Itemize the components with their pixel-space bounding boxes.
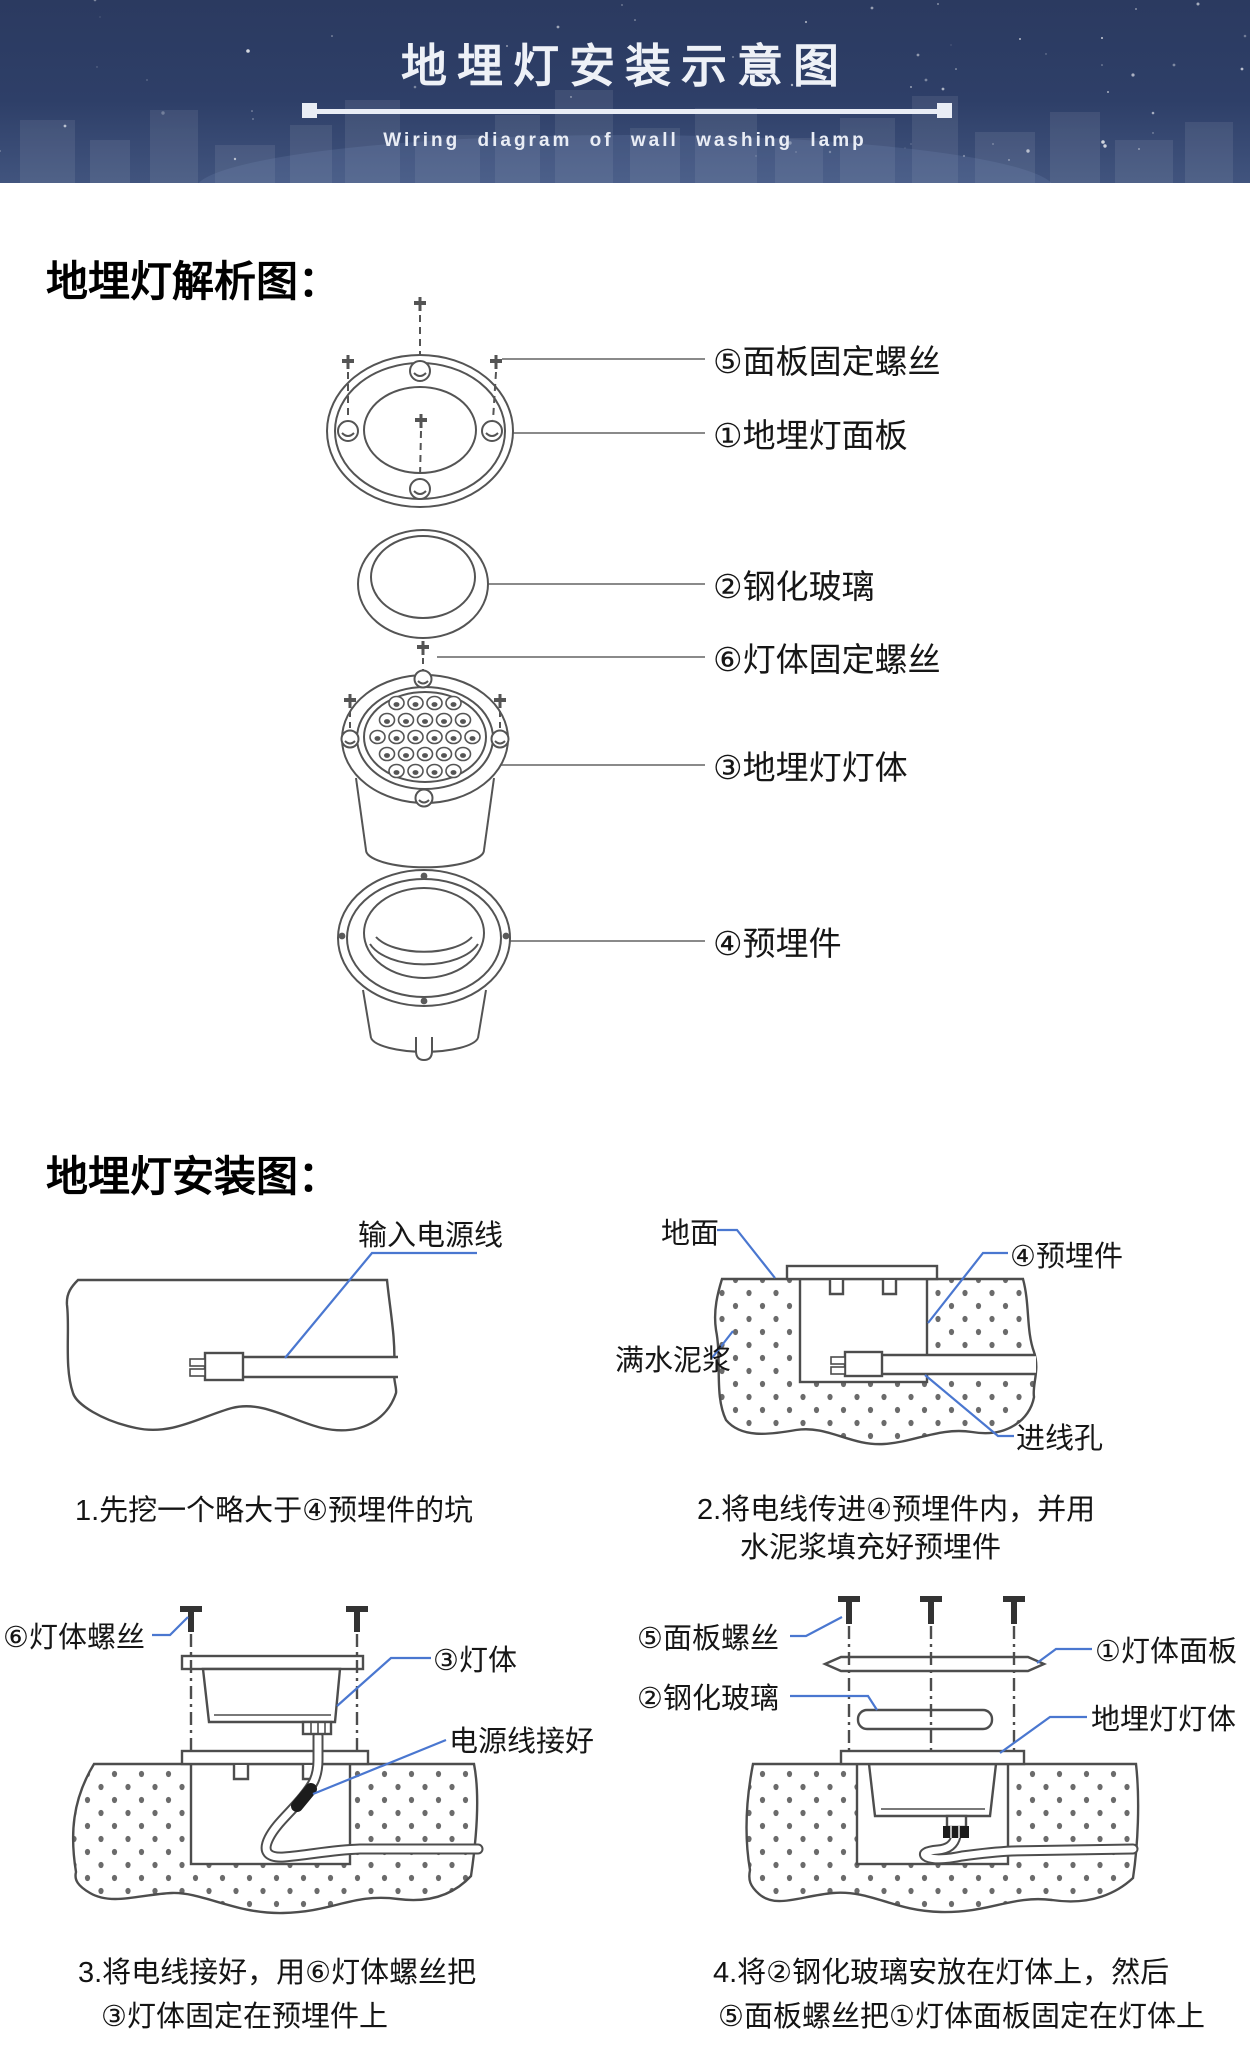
tempered-glass-drawing xyxy=(357,529,489,639)
step4-caption-line1: 4.将②钢化玻璃安放在灯体上，然后 xyxy=(713,1957,1170,1989)
header-banner: 地埋灯安装示意图 Wiring diagram of wall washing … xyxy=(0,0,1250,183)
label-input-power-cable: 输入电源线 xyxy=(358,1220,504,1252)
cable-nut xyxy=(943,1826,969,1838)
step1-drawing xyxy=(65,1251,477,1432)
label-wire-entry-hole: 进线孔 xyxy=(1016,1423,1104,1455)
label-panel-fixing-screw: ⑤面板固定螺丝 xyxy=(713,343,941,380)
label-embedded-part: ④预埋件 xyxy=(713,925,842,962)
step4-screws xyxy=(838,1596,1025,1624)
install-section-title: 地埋灯安装图： xyxy=(46,1153,341,1200)
step3-screws xyxy=(180,1606,368,1632)
part-leader-lines xyxy=(437,358,705,942)
label-lamp-panel: ①地埋灯面板 xyxy=(713,417,908,454)
panel-screw-top-icon xyxy=(414,297,426,360)
step4-drawing xyxy=(745,1596,1140,1914)
label-step4-panel-screw: ⑤面板螺丝 xyxy=(637,1623,779,1655)
panel-side-view xyxy=(822,1655,1047,1673)
step2-drawing xyxy=(711,1228,1038,1446)
step1-caption: 1.先挖一个略大于④预埋件的坑 xyxy=(75,1495,474,1527)
label-tempered-glass: ②钢化玻璃 xyxy=(713,568,875,605)
poster-subtitle: Wiring diagram of wall washing lamp xyxy=(383,130,867,151)
step4-caption-line2: ⑤面板螺丝把①灯体面板固定在灯体上 xyxy=(718,2001,1205,2033)
starfield-decoration xyxy=(0,0,1247,161)
lamp-body-drawing xyxy=(340,669,510,869)
step2-leader-lines xyxy=(711,1228,1014,1438)
led-array xyxy=(369,695,481,779)
label-step3-body-screw: ⑥灯体螺丝 xyxy=(3,1622,145,1654)
glow-decoration xyxy=(198,135,1052,183)
step4-leader-lines xyxy=(790,1616,1092,1754)
cable-sleeve xyxy=(291,1783,317,1812)
label-ground: 地面 xyxy=(661,1218,720,1250)
step3-caption-line1: 3.将电线接好，用⑥灯体螺丝把 xyxy=(78,1957,477,1989)
body-screw-icon xyxy=(417,641,429,670)
step2-caption-line1: 2.将电线传进④预埋件内，并用 xyxy=(697,1494,1096,1526)
glass-side-view xyxy=(856,1708,994,1731)
exploded-view-drawing xyxy=(326,297,705,1062)
step2-caption-line2: 水泥浆填充好预埋件 xyxy=(740,1532,1002,1564)
label-body-fixing-screw: ⑥灯体固定螺丝 xyxy=(713,641,941,678)
step3-leader-lines xyxy=(152,1616,447,1796)
label-wire-connected: 电源线接好 xyxy=(449,1726,595,1758)
embedded-part-drawing xyxy=(337,869,511,1062)
divider-line xyxy=(317,109,937,114)
label-lamp-body: ③地埋灯灯体 xyxy=(713,749,908,786)
label-step2-embed: ④预埋件 xyxy=(1010,1241,1123,1273)
label-step4-glass: ②钢化玻璃 xyxy=(637,1683,779,1715)
poster-title: 地埋灯安装示意图 xyxy=(401,40,849,92)
label-step4-panel: ①灯体面板 xyxy=(1095,1636,1237,1668)
label-cement-slurry: 满水泥浆 xyxy=(615,1345,732,1377)
divider-square-left xyxy=(302,103,317,118)
parts-section-title: 地埋灯解析图： xyxy=(46,258,341,305)
step3-drawing xyxy=(71,1606,484,1915)
divider-square-right xyxy=(937,103,952,118)
power-in-leader-line xyxy=(284,1251,477,1359)
label-step3-body: ③灯体 xyxy=(433,1645,517,1677)
step3-caption-line2: ③灯体固定在预埋件上 xyxy=(101,2001,388,2033)
label-step4-body: 地埋灯灯体 xyxy=(1091,1704,1237,1736)
lamp-panel-drawing xyxy=(326,354,514,508)
